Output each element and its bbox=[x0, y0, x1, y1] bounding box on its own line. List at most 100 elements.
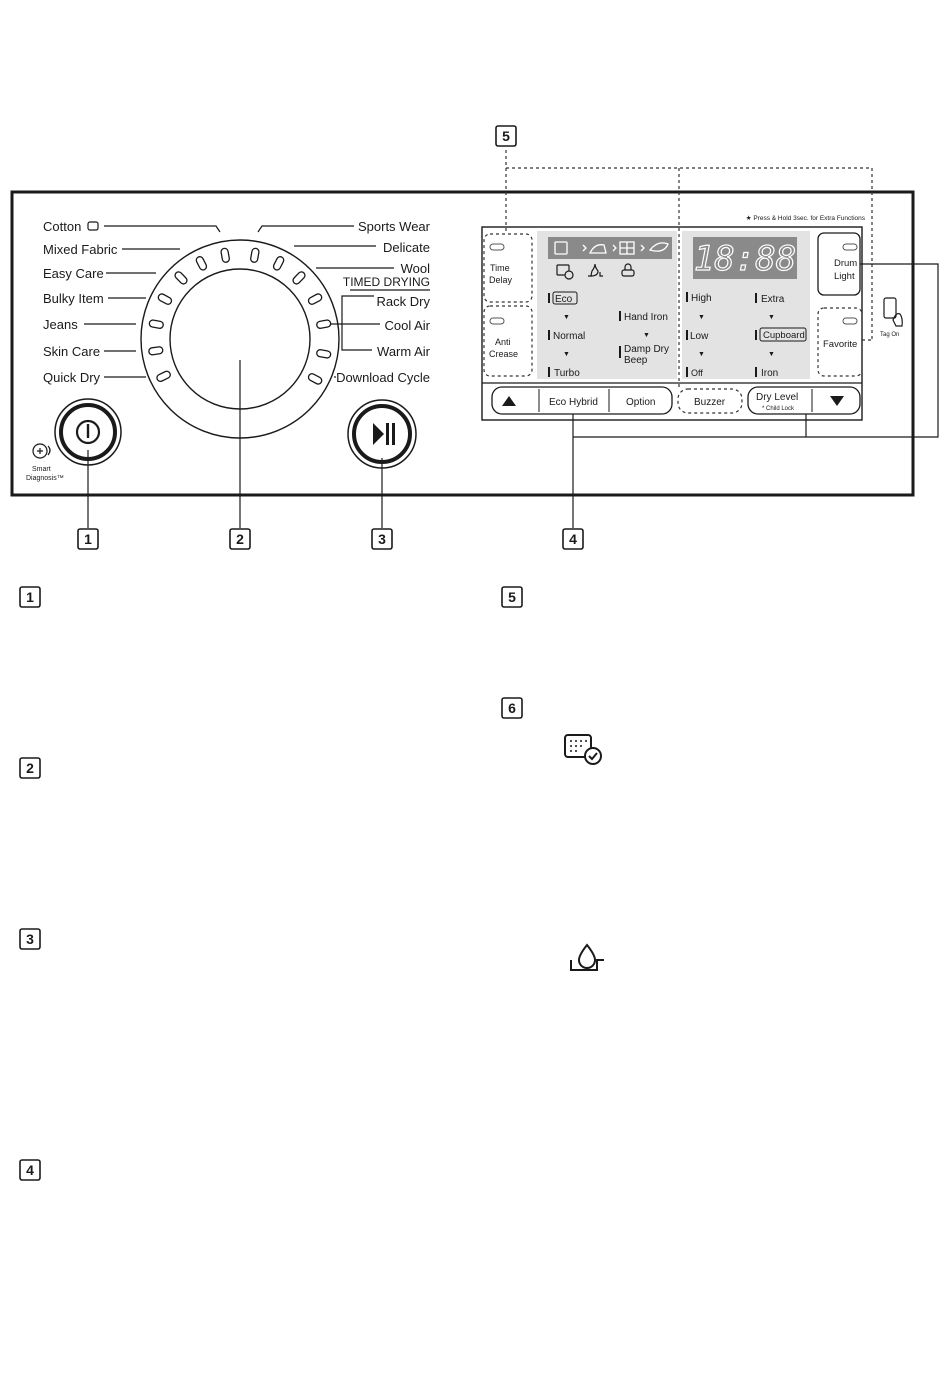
program-jeans[interactable]: Jeans bbox=[43, 317, 78, 332]
time-delay-button[interactable] bbox=[483, 233, 533, 303]
svg-text:1: 1 bbox=[26, 589, 34, 605]
water-tank-icon bbox=[590, 263, 599, 277]
svg-text:3: 3 bbox=[378, 531, 386, 547]
start-pause-button[interactable] bbox=[347, 399, 417, 469]
anti-crease-label-2: Crease bbox=[489, 349, 518, 359]
water-tank-icon-large bbox=[570, 943, 604, 971]
dry-level-iron: Iron bbox=[761, 368, 778, 379]
dial-led-7 bbox=[307, 293, 323, 305]
anti-crease-button[interactable] bbox=[483, 305, 533, 377]
up-arrow-button[interactable] bbox=[502, 396, 516, 406]
svg-text:▼: ▼ bbox=[768, 351, 775, 358]
cotton-indicator-icon bbox=[87, 221, 99, 231]
svg-text:▼: ▼ bbox=[643, 332, 650, 339]
press-hold-note: ★ Press & Hold 3sec. for Extra Functions bbox=[746, 214, 866, 222]
buzzer-off: Off bbox=[691, 368, 703, 378]
dial-led-ring bbox=[148, 247, 332, 385]
svg-text:▼: ▼ bbox=[768, 314, 775, 321]
svg-text:▼: ▼ bbox=[698, 351, 705, 358]
child-lock-icon bbox=[621, 269, 635, 277]
program-sports-wear[interactable]: Sports Wear bbox=[358, 219, 431, 234]
panel-frame bbox=[10, 190, 915, 497]
time-display-bg bbox=[693, 237, 797, 279]
cycle-progress-icons bbox=[554, 241, 669, 255]
anti-crease-label: Anti bbox=[495, 337, 511, 347]
time-display: 18:88 bbox=[694, 239, 796, 279]
eco-hybrid-button[interactable]: Eco Hybrid bbox=[549, 397, 598, 408]
legend-callout-3: 3 bbox=[19, 928, 41, 950]
program-rack-dry[interactable]: Rack Dry bbox=[377, 294, 431, 309]
program-download-cycle[interactable]: Download Cycle bbox=[336, 370, 430, 385]
callout-4: 4 bbox=[562, 528, 584, 550]
play-pause-icon bbox=[373, 423, 384, 445]
svg-text:3: 3 bbox=[26, 931, 34, 947]
option-hand-iron: Hand Iron bbox=[624, 312, 668, 323]
dial-led-6 bbox=[157, 293, 173, 305]
smart-diagnosis-label: Smart bbox=[32, 466, 51, 473]
tag-on-label: Tag On bbox=[880, 332, 899, 338]
buzzer-button-label: Buzzer bbox=[694, 397, 726, 408]
filter-check-icon-large bbox=[564, 734, 602, 765]
dial-led-12 bbox=[156, 370, 171, 382]
svg-text:2: 2 bbox=[26, 760, 34, 776]
time-delay-label: Time bbox=[490, 263, 510, 273]
program-warm-air[interactable]: Warm Air bbox=[377, 344, 431, 359]
dial-led-5 bbox=[292, 271, 306, 285]
cycle-progress-strip bbox=[548, 237, 672, 259]
buzzer-high: High bbox=[691, 293, 712, 304]
right-button-group bbox=[747, 386, 861, 415]
svg-text:6: 6 bbox=[508, 700, 516, 716]
drum-light-label-2: Light bbox=[834, 271, 855, 282]
option-turbo: Turbo bbox=[554, 368, 580, 379]
option-normal: Normal bbox=[553, 331, 585, 342]
legend-callout-2: 2 bbox=[19, 757, 41, 779]
legend-callout-6: 6 bbox=[501, 697, 523, 719]
buzzer-button[interactable] bbox=[677, 388, 743, 414]
svg-text:4: 4 bbox=[26, 1162, 34, 1178]
option-eco: Eco bbox=[555, 294, 573, 305]
drum-light-label: Drum bbox=[834, 258, 857, 269]
dial-led-10 bbox=[148, 346, 164, 356]
legend-callout-4: 4 bbox=[19, 1159, 41, 1181]
option-button[interactable]: Option bbox=[626, 397, 655, 408]
dial-led-8 bbox=[148, 319, 164, 329]
program-mixed-fabric[interactable]: Mixed Fabric bbox=[43, 242, 118, 257]
dial-led-3 bbox=[272, 256, 285, 271]
smart-diagnosis-icon bbox=[32, 443, 51, 459]
svg-text:▼: ▼ bbox=[563, 351, 570, 358]
legend-callout-1: 1 bbox=[19, 586, 41, 608]
dial-led-11 bbox=[316, 349, 332, 359]
program-delicate[interactable]: Delicate bbox=[383, 240, 430, 255]
svg-text:5: 5 bbox=[502, 128, 510, 144]
dial-led-4 bbox=[174, 271, 188, 285]
favorite-button[interactable] bbox=[817, 307, 863, 377]
svg-text:4: 4 bbox=[569, 531, 577, 547]
smart-diagnosis-label-2: Diagnosis™ bbox=[26, 475, 64, 482]
program-easy-care[interactable]: Easy Care bbox=[43, 266, 104, 281]
program-bulky-item[interactable]: Bulky Item bbox=[43, 291, 104, 306]
svg-text:▼: ▼ bbox=[563, 314, 570, 321]
dial-led-9 bbox=[316, 319, 332, 329]
program-quick-dry[interactable]: Quick Dry bbox=[43, 370, 101, 385]
favorite-label: Favorite bbox=[823, 339, 857, 350]
program-cool-air[interactable]: Cool Air bbox=[384, 318, 430, 333]
program-skin-care[interactable]: Skin Care bbox=[43, 344, 100, 359]
down-arrow-button[interactable] bbox=[830, 396, 844, 406]
callout-2: 2 bbox=[229, 528, 251, 550]
dial-led-0 bbox=[220, 247, 230, 263]
program-wool[interactable]: Wool bbox=[401, 261, 430, 276]
power-icon bbox=[75, 419, 101, 445]
svg-text:5: 5 bbox=[508, 589, 516, 605]
display-status-icons bbox=[556, 263, 635, 280]
child-lock-note: * Child Lock bbox=[762, 406, 795, 412]
filter-check-icon bbox=[556, 264, 570, 276]
buzzer-low: Low bbox=[690, 331, 709, 342]
program-cotton[interactable]: Cotton bbox=[43, 219, 81, 234]
dry-level-button[interactable]: Dry Level bbox=[756, 392, 798, 403]
callout-3: 3 bbox=[371, 528, 393, 550]
dry-level-extra: Extra bbox=[761, 294, 785, 305]
timed-drying-label: TIMED DRYING bbox=[343, 275, 430, 289]
dry-level-cupboard: Cupboard bbox=[763, 330, 805, 341]
svg-text:2: 2 bbox=[236, 531, 244, 547]
